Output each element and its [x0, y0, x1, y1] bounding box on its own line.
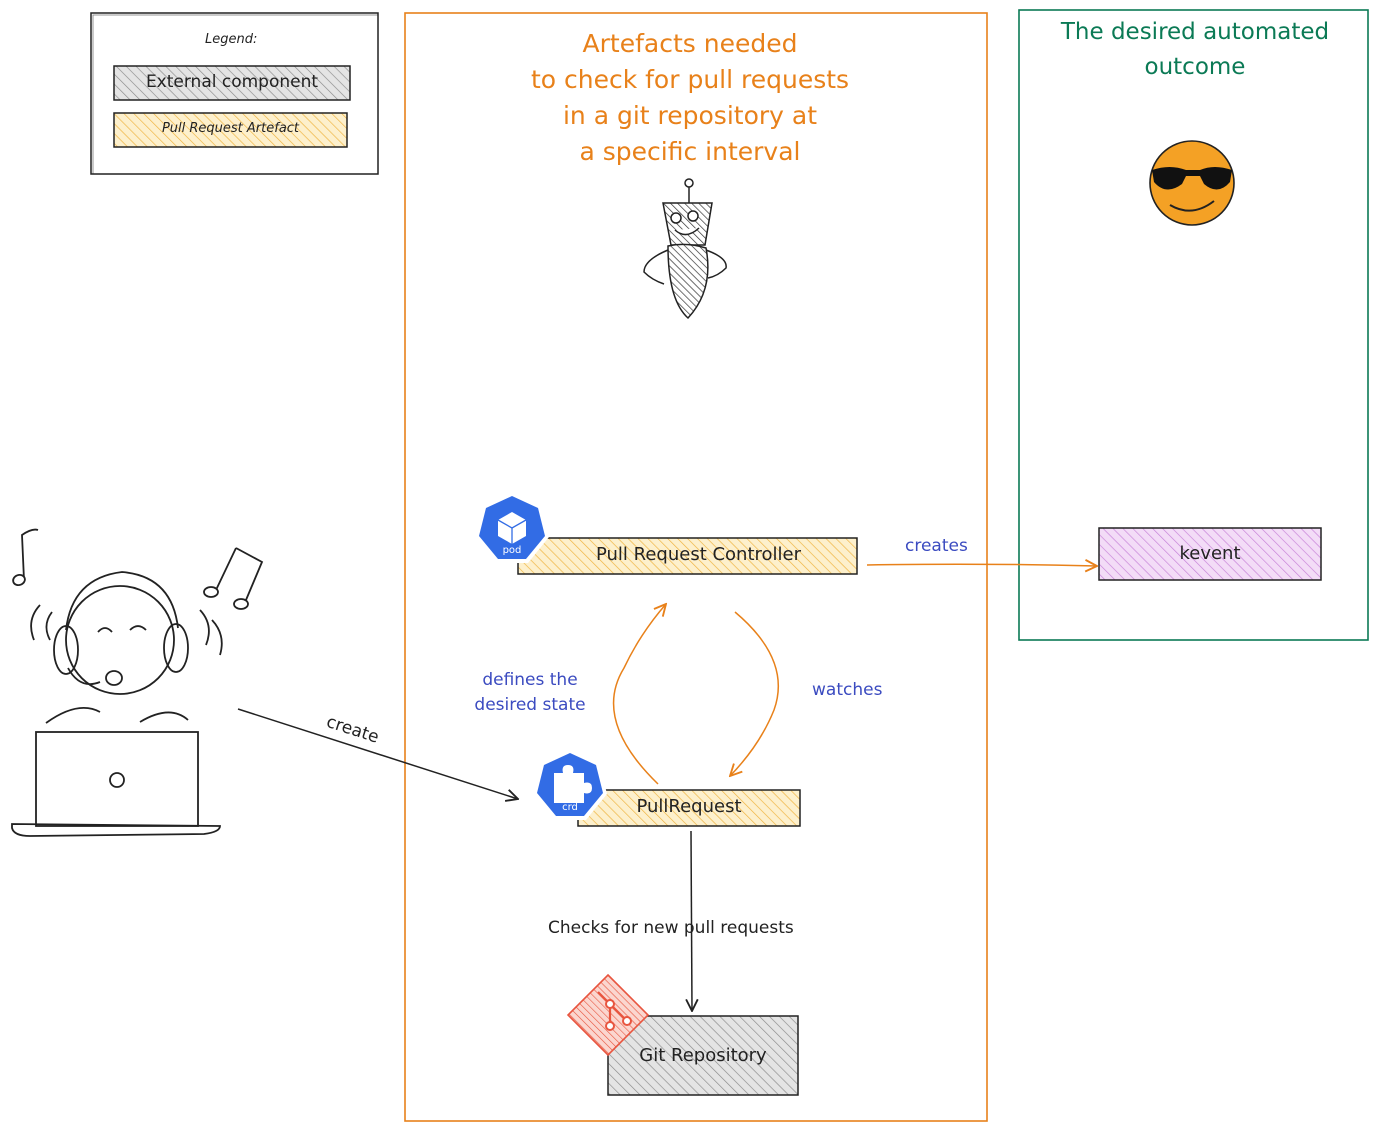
robot-icon: [643, 178, 727, 320]
pullrequest-label: PullRequest: [636, 796, 742, 817]
creates-label: creates: [905, 536, 968, 556]
checks-label: Checks for new pull requests: [548, 918, 794, 938]
defines-label-line: desired state: [474, 695, 586, 715]
legend-external-swatch: [113, 65, 351, 101]
kevent-label: kevent: [1179, 543, 1241, 564]
outcome-title-line: The desired automated: [1060, 19, 1330, 45]
git-logo-icon: [566, 973, 650, 1057]
creates-arrow: [866, 564, 1097, 566]
outcome-box: [1018, 9, 1369, 641]
artefacts-title-line: in a git repository at: [562, 101, 818, 130]
defines-label: defines the desired state: [450, 668, 610, 718]
crd-puzzle-icon: [534, 749, 607, 820]
artefacts-title-line: to check for pull requests: [530, 65, 850, 94]
artefacts-title-line: a specific interval: [579, 137, 801, 166]
git-repo-label: Git Repository: [639, 1045, 767, 1066]
legend-title: Legend:: [205, 32, 258, 47]
watches-arrow: [730, 611, 779, 776]
defines-arrow: [612, 604, 666, 785]
outcome-title-line: outcome: [1144, 54, 1246, 80]
kevent-box: [1098, 527, 1322, 581]
smiley-sunglasses-icon: [1149, 140, 1235, 226]
crd-badge-label: crd: [562, 802, 578, 813]
pullrequest-box: [577, 789, 801, 827]
pod-icon: [476, 492, 549, 563]
defines-label-line: defines the: [482, 670, 578, 690]
checks-arrow: [691, 830, 692, 1011]
pod-badge-label: pod: [502, 545, 522, 556]
git-repo-box: [607, 1015, 799, 1096]
legend-box: [90, 12, 379, 175]
artefacts-title-line: Artefacts needed: [582, 29, 798, 58]
outcome-title: The desired automated outcome: [1022, 15, 1368, 85]
controller-label: Pull Request Controller: [595, 544, 802, 565]
legend-artefact-swatch: [113, 112, 348, 148]
watches-label: watches: [812, 680, 883, 700]
artefacts-title: Artefacts needed to check for pull reque…: [430, 26, 950, 170]
artefacts-box: [404, 12, 988, 1122]
create-arrow: [237, 708, 518, 799]
legend-artefact-label: Pull Request Artefact: [161, 121, 300, 136]
developer-with-headphones-icon: [11, 528, 264, 837]
legend-external-label: External component: [145, 72, 319, 92]
